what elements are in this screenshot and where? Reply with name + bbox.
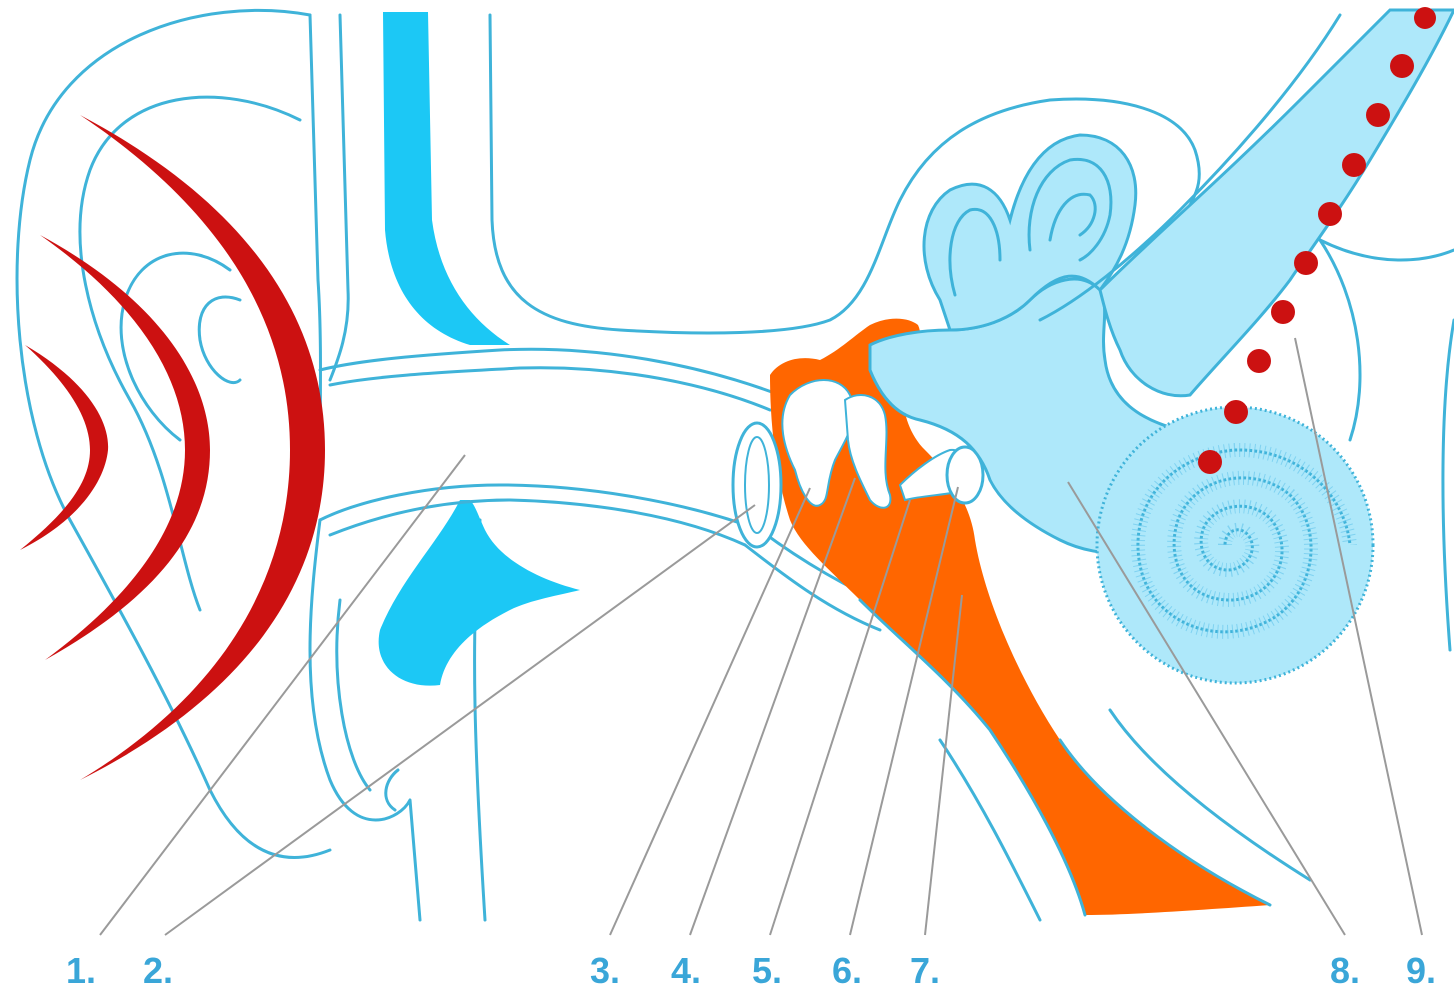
leader-line-4 (690, 478, 855, 935)
label-6: 6. (832, 950, 862, 991)
signal-dot (1318, 202, 1342, 226)
signal-dot (1342, 153, 1366, 177)
sound-wave-small (20, 345, 108, 550)
signal-dot (1294, 251, 1318, 275)
label-2: 2. (143, 950, 173, 991)
label-8: 8. (1330, 950, 1360, 991)
signal-dot (1390, 54, 1414, 78)
signal-dot (1366, 103, 1390, 127)
sound-wave-medium (40, 235, 210, 660)
number-labels: 1. 2. 3. 4. 5. 6. 7. 8. 9. (66, 950, 1436, 991)
label-3: 3. (590, 950, 620, 991)
signal-dot (1271, 300, 1295, 324)
sound-waves (20, 115, 325, 780)
signal-dot (1198, 450, 1222, 474)
eardrum (733, 423, 781, 547)
cochlea (1097, 407, 1373, 683)
signal-dot (1247, 349, 1271, 373)
label-7: 7. (910, 950, 940, 991)
label-4: 4. (671, 950, 701, 991)
signal-dot (1224, 400, 1248, 424)
label-5: 5. (752, 950, 782, 991)
signal-dot (1414, 7, 1436, 29)
label-9: 9. (1406, 950, 1436, 991)
leader-line-3 (610, 488, 810, 935)
label-1: 1. (66, 950, 96, 991)
